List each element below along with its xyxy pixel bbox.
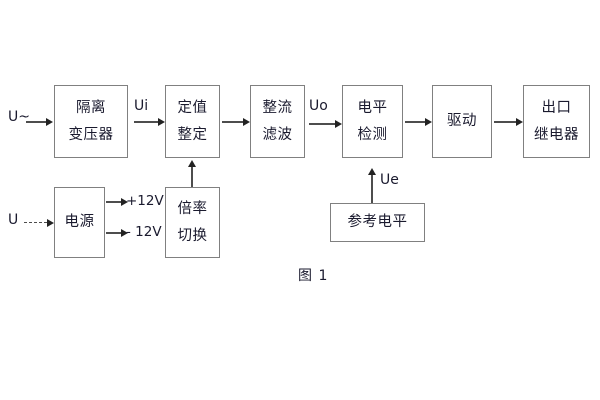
arrow-head [46, 117, 53, 126]
arrow-head [335, 119, 342, 128]
block-setting-value-line2: 整定 [177, 127, 208, 143]
negative-rail-label: - 12V [126, 224, 162, 240]
arrow-shaft [494, 121, 516, 123]
arrow-head [425, 117, 432, 126]
arrow-shaft [106, 201, 121, 203]
block-output-relay-line1: 出口 [541, 99, 572, 116]
block-multiplier-switch-line2: 切换 [177, 228, 208, 244]
arrow-head [121, 197, 128, 206]
arrow-shaft [134, 121, 158, 123]
arrow-head [121, 228, 128, 237]
arrow-head [47, 218, 54, 227]
ac-input-label: U~ [8, 109, 30, 125]
block-rectifier-filter-line2: 滤波 [262, 127, 293, 143]
arrow-shaft [309, 123, 335, 125]
block-isolation-transformer-line1: 隔离 [76, 99, 106, 116]
arrow-isolation-transformer-to-setting-value [134, 117, 165, 127]
arrow-shaft [222, 121, 243, 123]
block-setting-value: 定值 整定 [165, 85, 220, 158]
block-multiplier-switch-line1: 倍率 [177, 200, 208, 217]
block-rectifier-filter-line1: 整流 [262, 99, 293, 116]
arrow-shaft [26, 121, 46, 123]
block-isolation-transformer-line2: 变压器 [68, 127, 114, 143]
arrow-head [158, 117, 165, 126]
block-reference-level-line1: 参考电平 [347, 214, 408, 231]
dc-input-label: U [8, 212, 19, 228]
arrow-drive-to-output-relay [494, 117, 523, 127]
arrow-power-supply-positive-rail [106, 197, 128, 207]
arrow-level-detection-to-drive [405, 117, 432, 127]
arrow-shaft [24, 222, 47, 223]
uo-signal-label: Uo [309, 98, 328, 114]
block-reference-level: 参考电平 [330, 203, 425, 242]
arrow-power-supply-negative-rail [106, 228, 128, 238]
arrow-shaft [371, 174, 373, 203]
arrow-multiplier-switch-to-setting-value [187, 160, 197, 187]
block-drive-line1: 驱动 [447, 113, 477, 130]
arrow-head [243, 117, 250, 126]
arrow-head [516, 117, 523, 126]
arrow-rectifier-filter-to-level-detection [309, 119, 342, 129]
block-level-detection-line1: 电平 [357, 99, 388, 116]
block-level-detection: 电平 检测 [342, 85, 403, 158]
arrow-setting-value-to-rectifier-filter [222, 117, 250, 127]
arrow-ac-input-to-isolation-transformer [26, 117, 53, 127]
block-multiplier-switch: 倍率 切换 [165, 187, 220, 258]
block-output-relay: 出口 继电器 [523, 85, 590, 158]
block-power-supply-line1: 电源 [64, 214, 95, 231]
arrow-shaft [191, 166, 193, 187]
positive-rail-label: +12V [126, 193, 164, 209]
arrow-shaft [405, 121, 425, 123]
arrow-head [187, 160, 196, 167]
ui-signal-label: Ui [134, 98, 149, 114]
block-level-detection-line2: 检测 [357, 127, 388, 143]
ue-signal-label: Ue [380, 172, 399, 188]
block-drive: 驱动 [432, 85, 492, 158]
arrow-head [367, 168, 376, 175]
block-isolation-transformer: 隔离 变压器 [54, 85, 128, 158]
block-setting-value-line1: 定值 [177, 99, 208, 116]
block-power-supply: 电源 [54, 187, 105, 258]
arrow-reference-level-to-level-detection [367, 168, 377, 203]
block-output-relay-line2: 继电器 [534, 127, 579, 143]
arrow-shaft [106, 232, 121, 234]
figure-caption: 图 1 [298, 268, 329, 284]
arrow-dc-input-to-power-supply [24, 218, 54, 228]
block-rectifier-filter: 整流 滤波 [250, 85, 305, 158]
